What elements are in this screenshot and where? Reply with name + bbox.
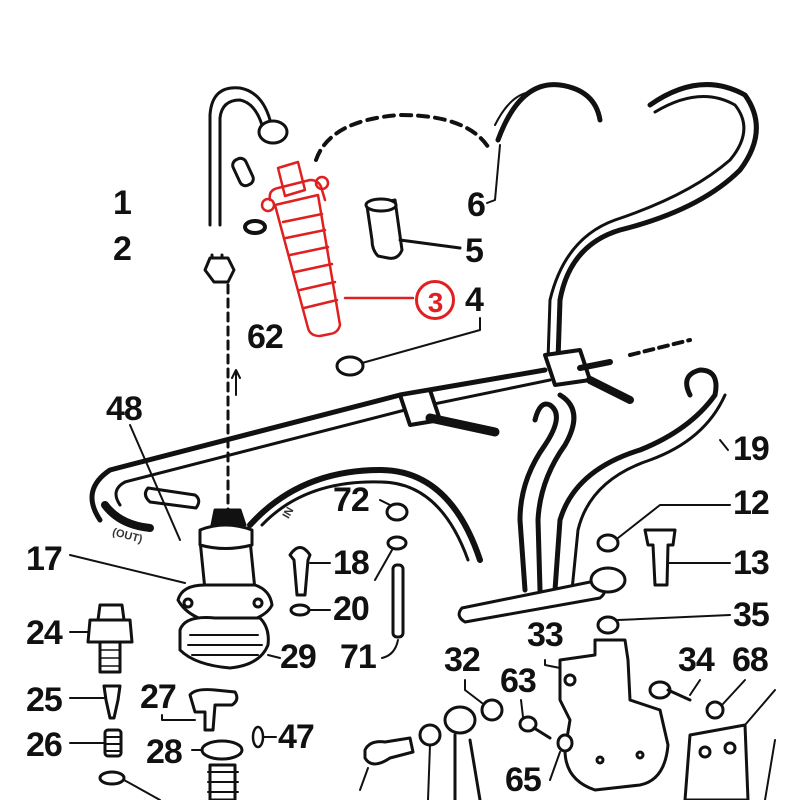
callout-24: 24 [26, 614, 63, 652]
callout-29: 29 [280, 638, 317, 676]
sleeve-icon [231, 156, 255, 188]
callout-4: 4 [465, 281, 484, 319]
valve-25-icon [69, 684, 122, 720]
callout-32: 32 [444, 641, 481, 679]
callout-34: 34 [678, 641, 715, 679]
callout-27: 27 [140, 678, 177, 716]
callout-3-highlighted[interactable]: 3 [415, 280, 455, 320]
washer-12-icon [596, 533, 620, 553]
washer-35-icon [596, 615, 620, 635]
banjo-32-icon [359, 679, 504, 800]
screw-63-icon [518, 699, 552, 740]
washer-icon [386, 535, 408, 551]
nut-72-icon [385, 502, 409, 522]
callout-62: 62 [247, 318, 284, 356]
rod-71-icon [391, 563, 405, 639]
bolt-13-icon [643, 528, 731, 587]
washer-icon [243, 219, 267, 235]
manifold-rail-icon [457, 566, 627, 624]
tee-junction-icon [89, 348, 634, 523]
callout-25: 25 [26, 681, 63, 719]
bolt-18-icon [288, 546, 331, 597]
callout-5: 5 [465, 232, 484, 270]
callout-71: 71 [340, 638, 377, 676]
o-ring-47-icon [251, 725, 265, 749]
callout-18: 18 [333, 544, 370, 582]
pump-body-17-icon [69, 508, 274, 627]
cap-icon [364, 197, 462, 260]
nipple-48-icon [129, 424, 201, 541]
mounting-plate-icon [683, 689, 776, 800]
fuel-pipe-icon [203, 86, 289, 284]
highlighted-part-3-icon [260, 160, 415, 338]
callout-48: 48 [106, 390, 143, 428]
callout-47: 47 [278, 718, 315, 756]
bolt-34-icon [648, 679, 701, 702]
fitting-24-icon [69, 603, 134, 674]
callout-33: 33 [527, 616, 564, 654]
cross-fitting-icon [398, 388, 500, 437]
nut-68-icon [705, 700, 725, 720]
callout-72: 72 [333, 481, 370, 519]
spring-26-icon [69, 728, 161, 800]
hose-6-icon [486, 82, 603, 204]
callout-65: 65 [505, 761, 542, 799]
callout-20: 20 [333, 590, 370, 628]
callout-17: 17 [26, 540, 63, 578]
callout-28: 28 [146, 733, 183, 771]
callout-19: 19 [733, 430, 770, 468]
callout-6: 6 [467, 186, 486, 224]
callout-12: 12 [733, 484, 770, 522]
callout-2: 2 [113, 230, 132, 268]
callout-35: 35 [733, 596, 770, 634]
callout-13: 13 [733, 544, 770, 582]
callout-63: 63 [500, 662, 537, 700]
pump-housing-33-icon [544, 638, 670, 792]
callout-68: 68 [732, 641, 769, 679]
hose-large-icon [546, 82, 759, 363]
lever-27-icon [161, 688, 244, 800]
washer-4-icon [335, 355, 365, 377]
washer-65-icon [556, 733, 574, 753]
callout-26: 26 [26, 726, 63, 764]
washer-20-icon [289, 603, 311, 617]
callout-1: 1 [113, 184, 132, 222]
spring-assembly-29-icon [178, 616, 281, 670]
hose-19-icon [517, 367, 729, 593]
